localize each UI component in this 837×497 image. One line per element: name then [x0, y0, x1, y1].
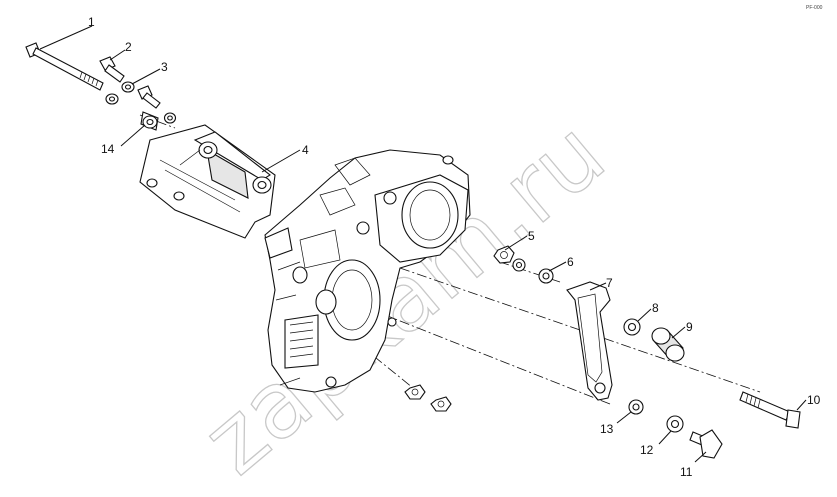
long-bolt-icon [25, 42, 104, 91]
spacer-icon [105, 93, 159, 131]
bolt-icon [689, 429, 723, 459]
washer-icon [121, 81, 177, 124]
callout-9: 9 [686, 320, 693, 334]
callout-10: 10 [807, 393, 821, 407]
callout-5: 5 [528, 229, 535, 243]
callout-1: 1 [88, 15, 95, 29]
callout-8: 8 [652, 301, 659, 315]
washer-icon [623, 318, 641, 336]
nut-icon [493, 245, 526, 272]
leader-lines [39, 25, 807, 463]
bolt-icon [99, 56, 125, 83]
callout-4: 4 [302, 143, 309, 157]
callout-12: 12 [640, 443, 654, 457]
mounting-bracket-icon [139, 124, 276, 239]
gear-housing [264, 149, 471, 393]
washer-icon [538, 268, 554, 284]
callout-labels: 1 2 3 4 5 6 7 8 9 10 11 12 13 14 [88, 15, 821, 479]
callout-2: 2 [125, 40, 132, 54]
callout-7: 7 [606, 276, 613, 290]
callout-14: 14 [101, 142, 115, 156]
callout-6: 6 [567, 255, 574, 269]
strap-bracket-icon [566, 281, 613, 401]
callout-13: 13 [600, 422, 614, 436]
nut-icon [404, 384, 452, 412]
spacer-sleeve-icon [651, 327, 685, 362]
washer-icon [628, 399, 644, 415]
callout-3: 3 [161, 60, 168, 74]
corner-mark: PF-000 [806, 5, 823, 11]
washer-icon [666, 415, 684, 433]
callout-11: 11 [680, 465, 693, 479]
bolt-icon [739, 391, 801, 429]
